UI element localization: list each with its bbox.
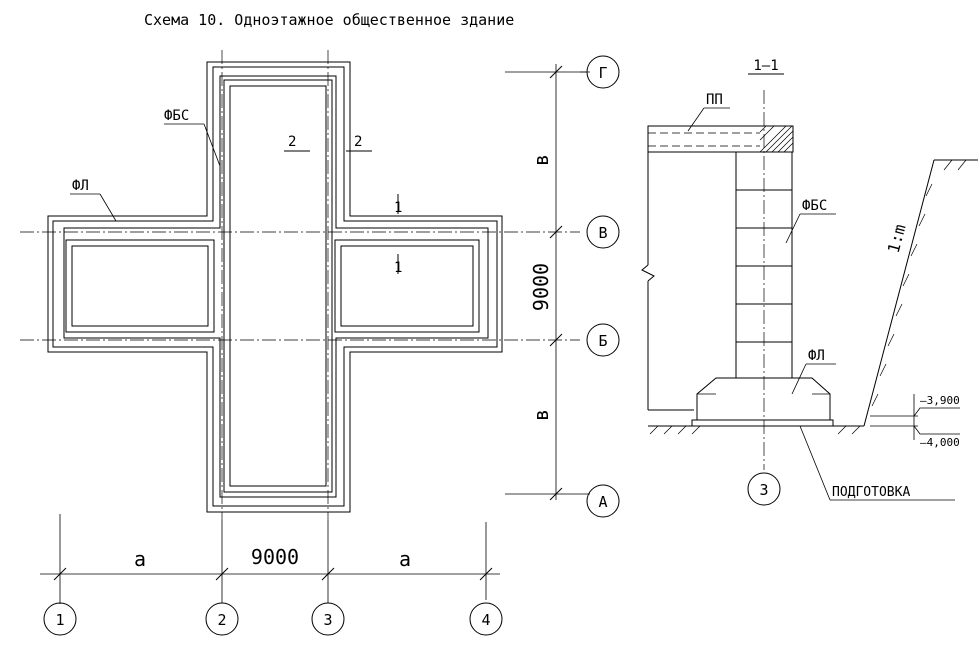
label-fbs-section: ФБС xyxy=(802,198,827,214)
fl-footing xyxy=(696,377,831,421)
slab-pp xyxy=(647,125,794,153)
axis-label-a: А xyxy=(598,493,607,511)
dim-vertical-bottom: в xyxy=(529,409,553,421)
label-fl-plan: ФЛ xyxy=(72,178,89,194)
horizontal-dimensions: а 9000 а xyxy=(40,514,500,600)
label-prep: ПОДГОТОВКА xyxy=(832,485,910,500)
axis-bubble-3 xyxy=(311,602,345,636)
slab-bearing-hatch xyxy=(759,125,794,153)
section-mark-1-top: 1 xyxy=(394,200,402,216)
inner-room-vertical xyxy=(223,79,333,493)
inner-room-vertical-inner xyxy=(229,85,327,487)
axis-label-3: 3 xyxy=(323,611,332,629)
axis-label-2: 2 xyxy=(217,611,226,629)
cross-wall-outer xyxy=(63,75,489,498)
section-1-1: 1–1 ПП ФБС xyxy=(641,58,978,506)
leader-fbs xyxy=(203,123,221,167)
dim-horizontal-left: а xyxy=(134,547,146,571)
axis-label-b: Б xyxy=(598,332,607,350)
dim-vertical-top: в xyxy=(529,154,553,166)
tick-b xyxy=(549,333,563,347)
level-bottom: –4,000 xyxy=(920,436,960,449)
label-fl-section: ФЛ xyxy=(808,348,825,364)
cross-outer-outline-inner xyxy=(52,66,498,507)
ground-hatch xyxy=(649,425,861,435)
axis-bubble-2 xyxy=(205,602,239,636)
row-axis-markers: Г В Б А xyxy=(580,55,620,518)
tick-a xyxy=(549,487,563,501)
dim-vertical-middle: 9000 xyxy=(529,263,553,311)
section-axis-label: 3 xyxy=(759,481,768,499)
axis-bubble-v xyxy=(586,215,620,249)
drawing-title: Схема 10. Одноэтажное общественное здани… xyxy=(144,11,514,29)
leader-fbs-section xyxy=(785,213,801,244)
inner-room-left-inner xyxy=(71,245,209,327)
section-axis-bubble xyxy=(747,472,781,506)
inner-room-right xyxy=(334,239,480,333)
leader-fl-section xyxy=(791,363,807,395)
leader-fl xyxy=(99,193,117,222)
break-mark xyxy=(641,264,655,282)
section-mark-2-right: 2 xyxy=(354,134,362,150)
inner-room-right-inner xyxy=(340,245,474,327)
label-fbs-plan: ФБС xyxy=(164,108,189,124)
axis-bubble-a xyxy=(586,484,620,518)
leader-pp xyxy=(687,107,705,132)
tick-4 xyxy=(479,567,493,581)
slope-line xyxy=(863,159,935,427)
section-mark-1-bottom: 1 xyxy=(394,260,402,276)
dim-horizontal-middle: 9000 xyxy=(251,545,299,569)
axis-bubble-1 xyxy=(43,602,77,636)
level-top: –3,900 xyxy=(920,394,960,407)
label-pp: ПП xyxy=(706,92,723,108)
slope-hatch xyxy=(871,159,967,407)
tick-v xyxy=(549,225,563,239)
axis-bubble-4 xyxy=(469,602,503,636)
inner-room-left xyxy=(65,239,215,333)
section-mark-2-left: 2 xyxy=(288,134,296,150)
column-axis-markers: 1 2 3 4 xyxy=(43,520,503,636)
tick-1 xyxy=(53,567,67,581)
axis-label-1: 1 xyxy=(55,611,64,629)
leader-prep xyxy=(799,425,831,501)
vertical-dimensions: в 9000 в xyxy=(505,64,590,501)
axis-bubble-b xyxy=(586,323,620,357)
preparation-layer xyxy=(691,419,834,427)
label-slope: 1:m xyxy=(884,222,910,255)
level-mark-bottom xyxy=(913,425,960,435)
section-title: 1–1 xyxy=(753,58,778,74)
cross-outer-outline xyxy=(47,61,503,513)
tick-g xyxy=(549,65,563,79)
axis-label-g: Г xyxy=(598,64,607,82)
axis-label-4: 4 xyxy=(481,611,490,629)
level-mark-top xyxy=(913,407,960,417)
axis-label-v: В xyxy=(598,224,607,242)
foundation-plan: ФБС ФЛ 2 2 1 1 xyxy=(20,50,580,520)
axis-bubble-g xyxy=(586,55,620,89)
dim-horizontal-right: а xyxy=(399,547,411,571)
